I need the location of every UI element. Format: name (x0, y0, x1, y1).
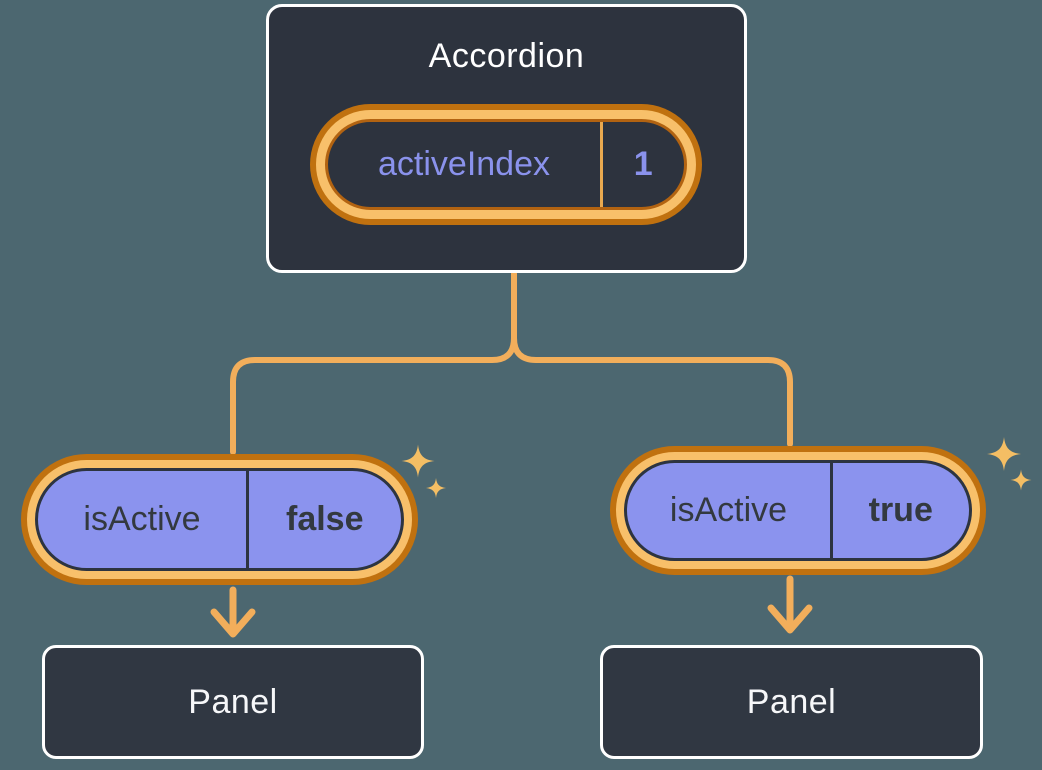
panel-label: Panel (188, 682, 278, 721)
panel-box-right: Panel (600, 645, 983, 759)
pill-divider (830, 463, 833, 558)
panel-box-left: Panel (42, 645, 424, 759)
pill-divider (600, 122, 603, 207)
prop-value-label: true (868, 491, 933, 529)
prop-name-label: isActive (83, 500, 201, 538)
arrow-down-icon-right (767, 575, 813, 634)
state-name-label: activeIndex (378, 145, 550, 183)
sparkle-icon (401, 444, 435, 478)
accordion-title: Accordion (428, 37, 585, 75)
branch-right (511, 271, 793, 447)
panel-label: Panel (746, 682, 837, 721)
pill-divider (246, 471, 249, 568)
tree-connector (230, 271, 793, 455)
sparkle-icon (426, 478, 446, 498)
sparkle-icon (987, 437, 1021, 471)
state-pill: activeIndex 1 (325, 119, 687, 210)
prop-pill-right: isActive true (624, 460, 972, 561)
prop-value-label: false (286, 500, 364, 538)
arrow-down-icon-left (210, 586, 256, 638)
prop-pill-left: isActive false (35, 468, 404, 571)
sparkle-icon (1010, 469, 1032, 491)
branch-left (230, 271, 517, 455)
state-value-label: 1 (633, 145, 653, 183)
prop-name-label: isActive (669, 491, 788, 529)
